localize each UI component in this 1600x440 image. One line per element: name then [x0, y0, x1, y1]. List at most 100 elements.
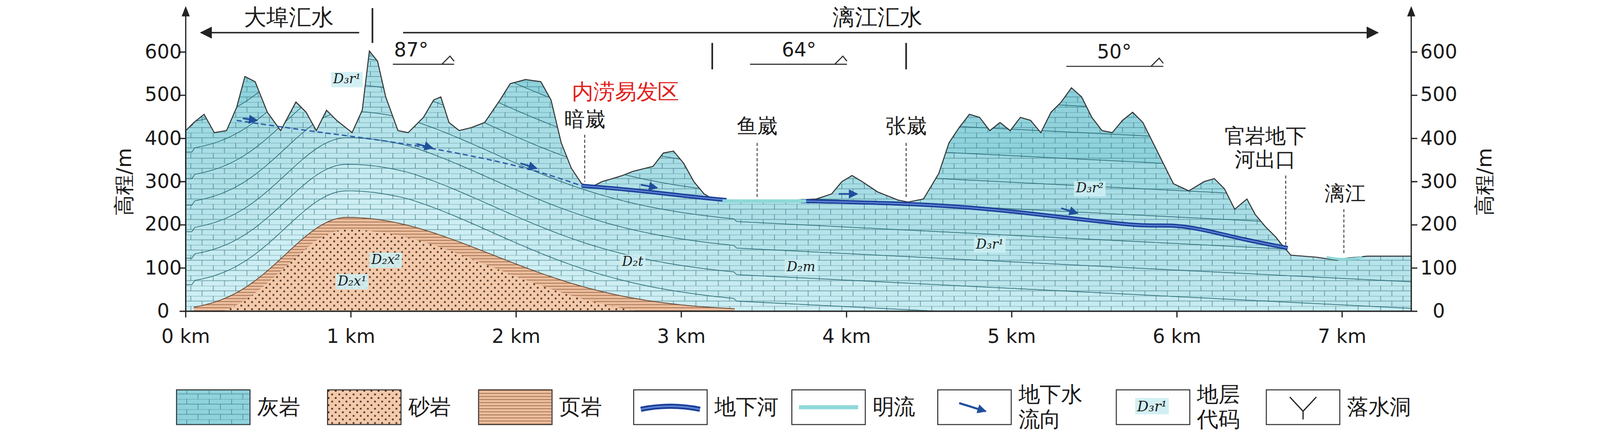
legend-item: [477, 388, 554, 426]
layer-boundary: [185, 0, 1414, 123]
legend-swatch: [477, 388, 554, 426]
limestone-ground: [185, 0, 1412, 312]
flood-zone-label: 内涝易发区: [571, 79, 680, 105]
layer-boundary: [185, 0, 1414, 17]
place-name: 张崴: [885, 114, 927, 139]
stratum-code: D₂m: [784, 259, 818, 275]
sandstone-dots: [193, 217, 735, 312]
swatch-pattern: [478, 389, 553, 425]
layer-boundary: [185, 58, 1414, 203]
axis-tick-label: 600: [1420, 41, 1458, 64]
legend-swatch: [175, 388, 252, 426]
legend-swatch-box: [1266, 389, 1340, 425]
groundwater-path: [236, 120, 582, 187]
flow-arrow: [416, 143, 433, 149]
catchment-label: 大埠汇水: [243, 4, 334, 31]
axis-title: 高程/m: [1472, 147, 1497, 216]
axis-tick-label: 6 km: [1152, 325, 1202, 349]
dip-angle: 50°: [1096, 41, 1132, 64]
layer-boundary: [185, 84, 1414, 229]
stratum-code: D₃r¹: [1135, 397, 1170, 415]
legend-label: 落水洞: [1347, 394, 1412, 420]
axis-tick-label: 0: [157, 300, 170, 323]
legend-swatch-box: [176, 389, 251, 425]
flow-arrow: [838, 193, 857, 195]
limestone-bedding: [185, 0, 1412, 312]
dip-angle: 87°: [394, 38, 429, 62]
legend-swatch-box: [633, 389, 708, 425]
axis-tick: [179, 52, 1418, 318]
sandstone-top: [193, 217, 735, 309]
stratum-code: D₃r¹: [330, 72, 363, 88]
outlet-label: 官岩地下 河出口: [1221, 124, 1310, 172]
legend-swatch: [1265, 388, 1341, 426]
axis-tick-label: 300: [1420, 170, 1458, 194]
leader-line: [1343, 208, 1345, 255]
stratum-code: D₂x¹: [335, 273, 369, 290]
stratum-code: D₂t: [620, 254, 646, 270]
layer-boundary: [185, 0, 1414, 97]
swatch-flow: [959, 403, 986, 412]
stratum-code: D₂x²: [369, 252, 403, 268]
leader-line: [905, 142, 907, 198]
axis-tick-label: 500: [144, 84, 182, 107]
axis-tick-label: 4 km: [821, 325, 871, 349]
axis-tick-label: 2 km: [492, 325, 541, 349]
legend-swatch: [326, 388, 403, 426]
legend-label: 页岩: [558, 394, 603, 420]
place-name: 鱼崴: [736, 114, 778, 139]
leader-line: [584, 134, 586, 182]
ground-surface: [185, 51, 1412, 312]
legend-swatch: [790, 388, 867, 426]
underground-river: [800, 200, 1288, 248]
swatch-stream: [799, 405, 859, 410]
rock-body: [185, 0, 1414, 362]
flow-arrow: [1061, 208, 1078, 214]
layer-boundary: [185, 190, 1414, 335]
swatch-river: [640, 405, 701, 409]
divide-bar: [372, 8, 907, 70]
leader-line: [1285, 175, 1287, 247]
legend-item: [175, 388, 252, 426]
legend-swatch-box: [1116, 389, 1191, 425]
layer-boundary: [185, 137, 1414, 282]
flow-arrow: [242, 118, 258, 121]
axis-tick-label: 7 km: [1317, 325, 1367, 349]
legend-label: 地下河: [714, 394, 779, 420]
swatch-pattern: [176, 389, 251, 425]
flow-arrow: [640, 184, 658, 188]
axis-tick-label: 100: [144, 256, 182, 280]
layer-boundary: [185, 31, 1414, 176]
legend-swatch: [632, 388, 709, 426]
swatch-river: [640, 405, 701, 409]
stratum-code: D₃r²: [1073, 181, 1106, 197]
axis-tick-label: 100: [1420, 256, 1458, 280]
axis-arrow: [181, 6, 1416, 17]
axis-tick-label: 500: [1420, 84, 1458, 107]
legend-label: 灰岩: [257, 394, 301, 420]
catchment-arrow: [200, 32, 360, 34]
legend-label: 地层 代码: [1196, 382, 1266, 432]
flow-arrow: [520, 163, 537, 169]
axis-tick-label: 300: [144, 170, 182, 194]
legend-label: 明流: [872, 394, 916, 420]
axis-tick-label: 0 km: [161, 325, 211, 349]
legend-swatch-box: [478, 389, 553, 425]
legend-swatch-box: [937, 389, 1012, 425]
sandstone-body: [193, 217, 735, 312]
legend-item: [1265, 388, 1341, 426]
legend-item: [326, 388, 403, 426]
axis-tick-label: 200: [1420, 213, 1458, 237]
axis-tick-label: 600: [144, 41, 182, 64]
underground-river-core: [800, 200, 1288, 248]
legend-item: [632, 388, 709, 426]
catchment-arrow: [403, 32, 1378, 34]
swatch-sinkhole: [1289, 396, 1316, 420]
axis-tick-label: 3 km: [657, 325, 706, 349]
river-name: 漓江: [1324, 182, 1366, 206]
legend-item: [790, 388, 867, 426]
leader-line: [756, 142, 758, 198]
limestone-layer: [185, 0, 1414, 44]
